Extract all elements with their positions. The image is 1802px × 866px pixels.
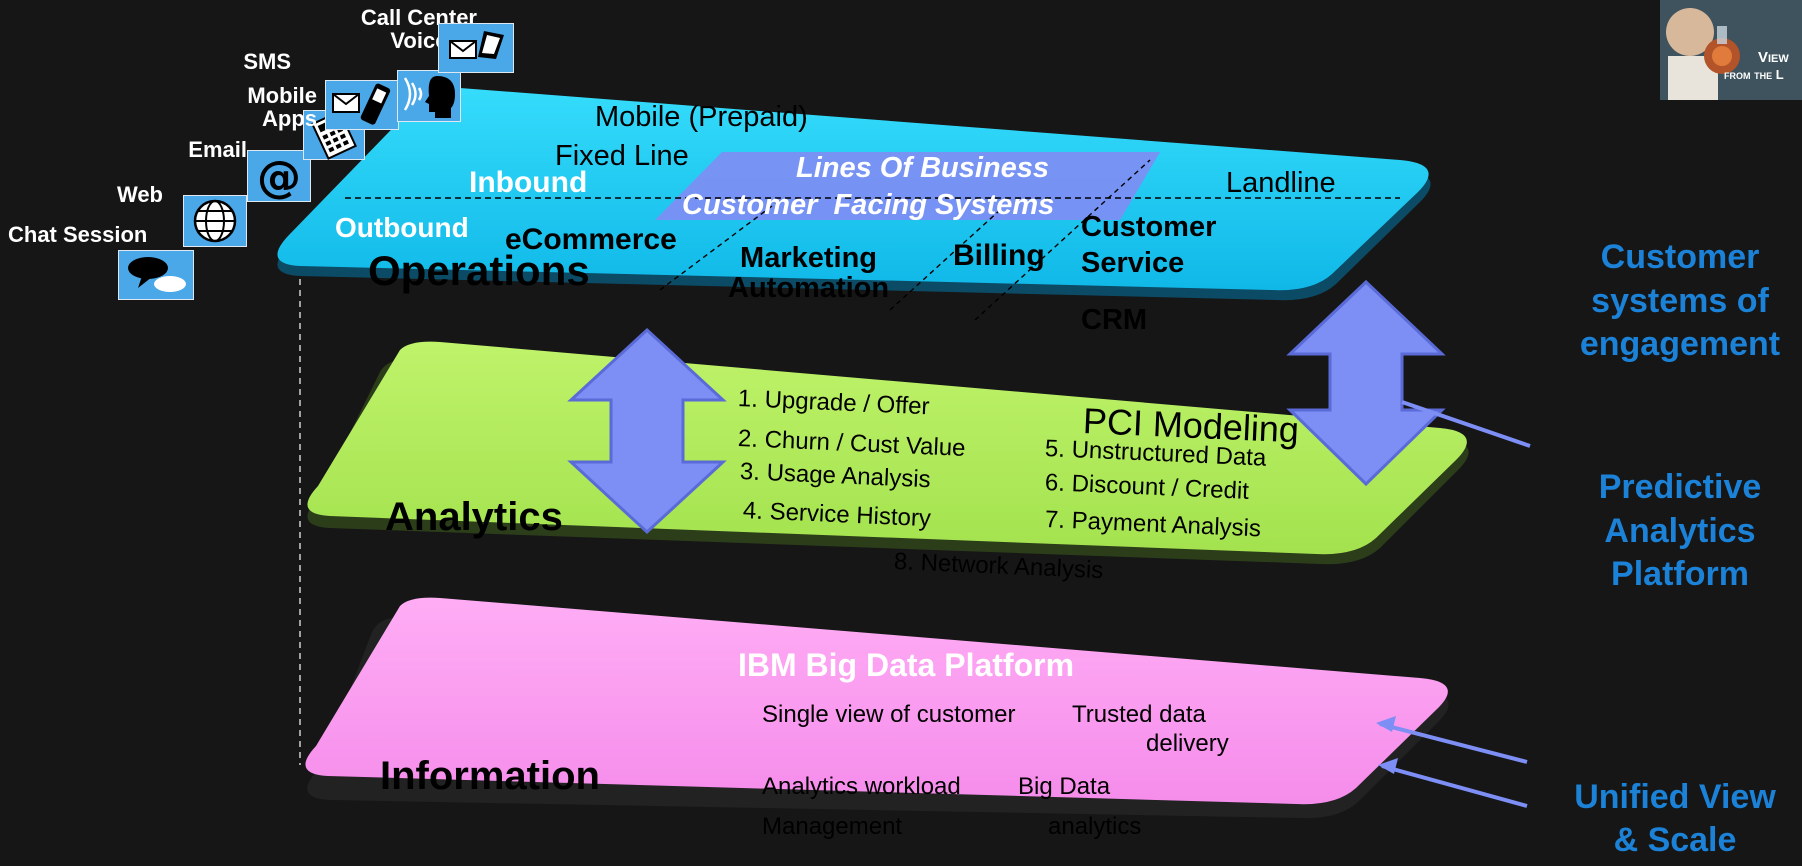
ibm-big-data-platform-title: IBM Big Data Platform bbox=[738, 647, 1075, 683]
double-arrow-right bbox=[1286, 279, 1446, 487]
single-view-label: Single view of customer bbox=[762, 701, 1016, 728]
channel-call-center-voice: Call Center Voice bbox=[361, 6, 477, 123]
trusted-data-label: Trusted data bbox=[1072, 701, 1206, 728]
phone-envelope-icon bbox=[324, 79, 400, 131]
ecommerce-label: eCommerce bbox=[505, 223, 677, 256]
channel-mobile-apps-label: Mobile Apps bbox=[247, 83, 317, 132]
marketing-automation-label: Marketing Automation bbox=[728, 242, 890, 305]
channel-web: Web bbox=[117, 183, 259, 248]
big-data-analytics-label: analytics bbox=[1048, 813, 1142, 840]
channel-email-label: Email bbox=[188, 137, 247, 162]
lines-of-business-title: Lines Of Business bbox=[796, 152, 1050, 184]
billing-divider-line bbox=[974, 159, 1151, 321]
unified-pointer-line-2 bbox=[1381, 764, 1528, 808]
outbound-label: Outbound bbox=[335, 212, 469, 243]
at-sign-icon: @ bbox=[246, 149, 312, 203]
lines-of-business-banner bbox=[655, 152, 1160, 220]
chat-bubbles-icon bbox=[117, 249, 195, 301]
envelope-laptop-icon bbox=[437, 22, 515, 74]
svg-text:@: @ bbox=[257, 152, 301, 202]
channel-chat-session: Chat Session bbox=[8, 223, 195, 301]
thumbnail-line-1: View bbox=[1758, 49, 1789, 66]
predictive-analytics-platform-label: Predictive Analytics Platform bbox=[1598, 468, 1762, 594]
mobile-prepaid-label: Mobile (Prepaid) bbox=[595, 101, 808, 133]
fixed-line-label: Fixed Line bbox=[555, 140, 689, 172]
inbound-label: Inbound bbox=[469, 166, 588, 199]
double-arrow-ops-analytics bbox=[567, 327, 727, 535]
customer-facing-systems-title: Customer Facing Systems bbox=[682, 189, 1055, 221]
operations-layer-title: Operations bbox=[368, 247, 590, 294]
speaking-head-icon bbox=[396, 69, 462, 123]
billing-label: Billing bbox=[953, 239, 1045, 272]
landline-label: Landline bbox=[1226, 167, 1336, 199]
unified-pointer-line-1 bbox=[1379, 722, 1528, 764]
big-data-label: Big Data bbox=[1018, 773, 1111, 800]
ecommerce-divider-line bbox=[659, 199, 781, 291]
analytics-workload-label: Analytics workload bbox=[762, 773, 961, 800]
scientist-flask-image bbox=[1660, 0, 1802, 100]
channel-sms-label: SMS bbox=[243, 49, 291, 74]
channel-chat-session-label: Chat Session bbox=[8, 222, 148, 247]
marketing-divider-line bbox=[889, 209, 1001, 311]
thumbnail-line-2: from the L bbox=[1724, 67, 1784, 82]
delivery-label: delivery bbox=[1146, 730, 1229, 757]
predictive-pointer-line bbox=[1401, 400, 1531, 448]
customer-service-label: Customer Service bbox=[1081, 211, 1217, 280]
information-layer-title: Information bbox=[380, 754, 600, 798]
view-from-the-lab-thumbnail: View from the L bbox=[1660, 0, 1802, 100]
information-layer bbox=[305, 597, 1448, 805]
globe-icon bbox=[182, 194, 248, 248]
analytics-layer-title: Analytics bbox=[385, 495, 563, 539]
customer-systems-engagement-label: Customer systems of engagement bbox=[1579, 238, 1781, 364]
management-label: Management bbox=[762, 813, 903, 840]
crm-label: CRM bbox=[1081, 304, 1148, 336]
channel-envelope-laptop bbox=[437, 22, 515, 74]
unified-pointer-head-2 bbox=[1378, 758, 1398, 774]
unified-pointer-head-1 bbox=[1376, 716, 1396, 732]
channel-web-label: Web bbox=[116, 182, 163, 207]
channel-sms: SMS bbox=[243, 50, 401, 131]
unified-view-scale-label: Unified View & Scale bbox=[1574, 778, 1776, 859]
channel-email: Email @ bbox=[188, 138, 323, 203]
